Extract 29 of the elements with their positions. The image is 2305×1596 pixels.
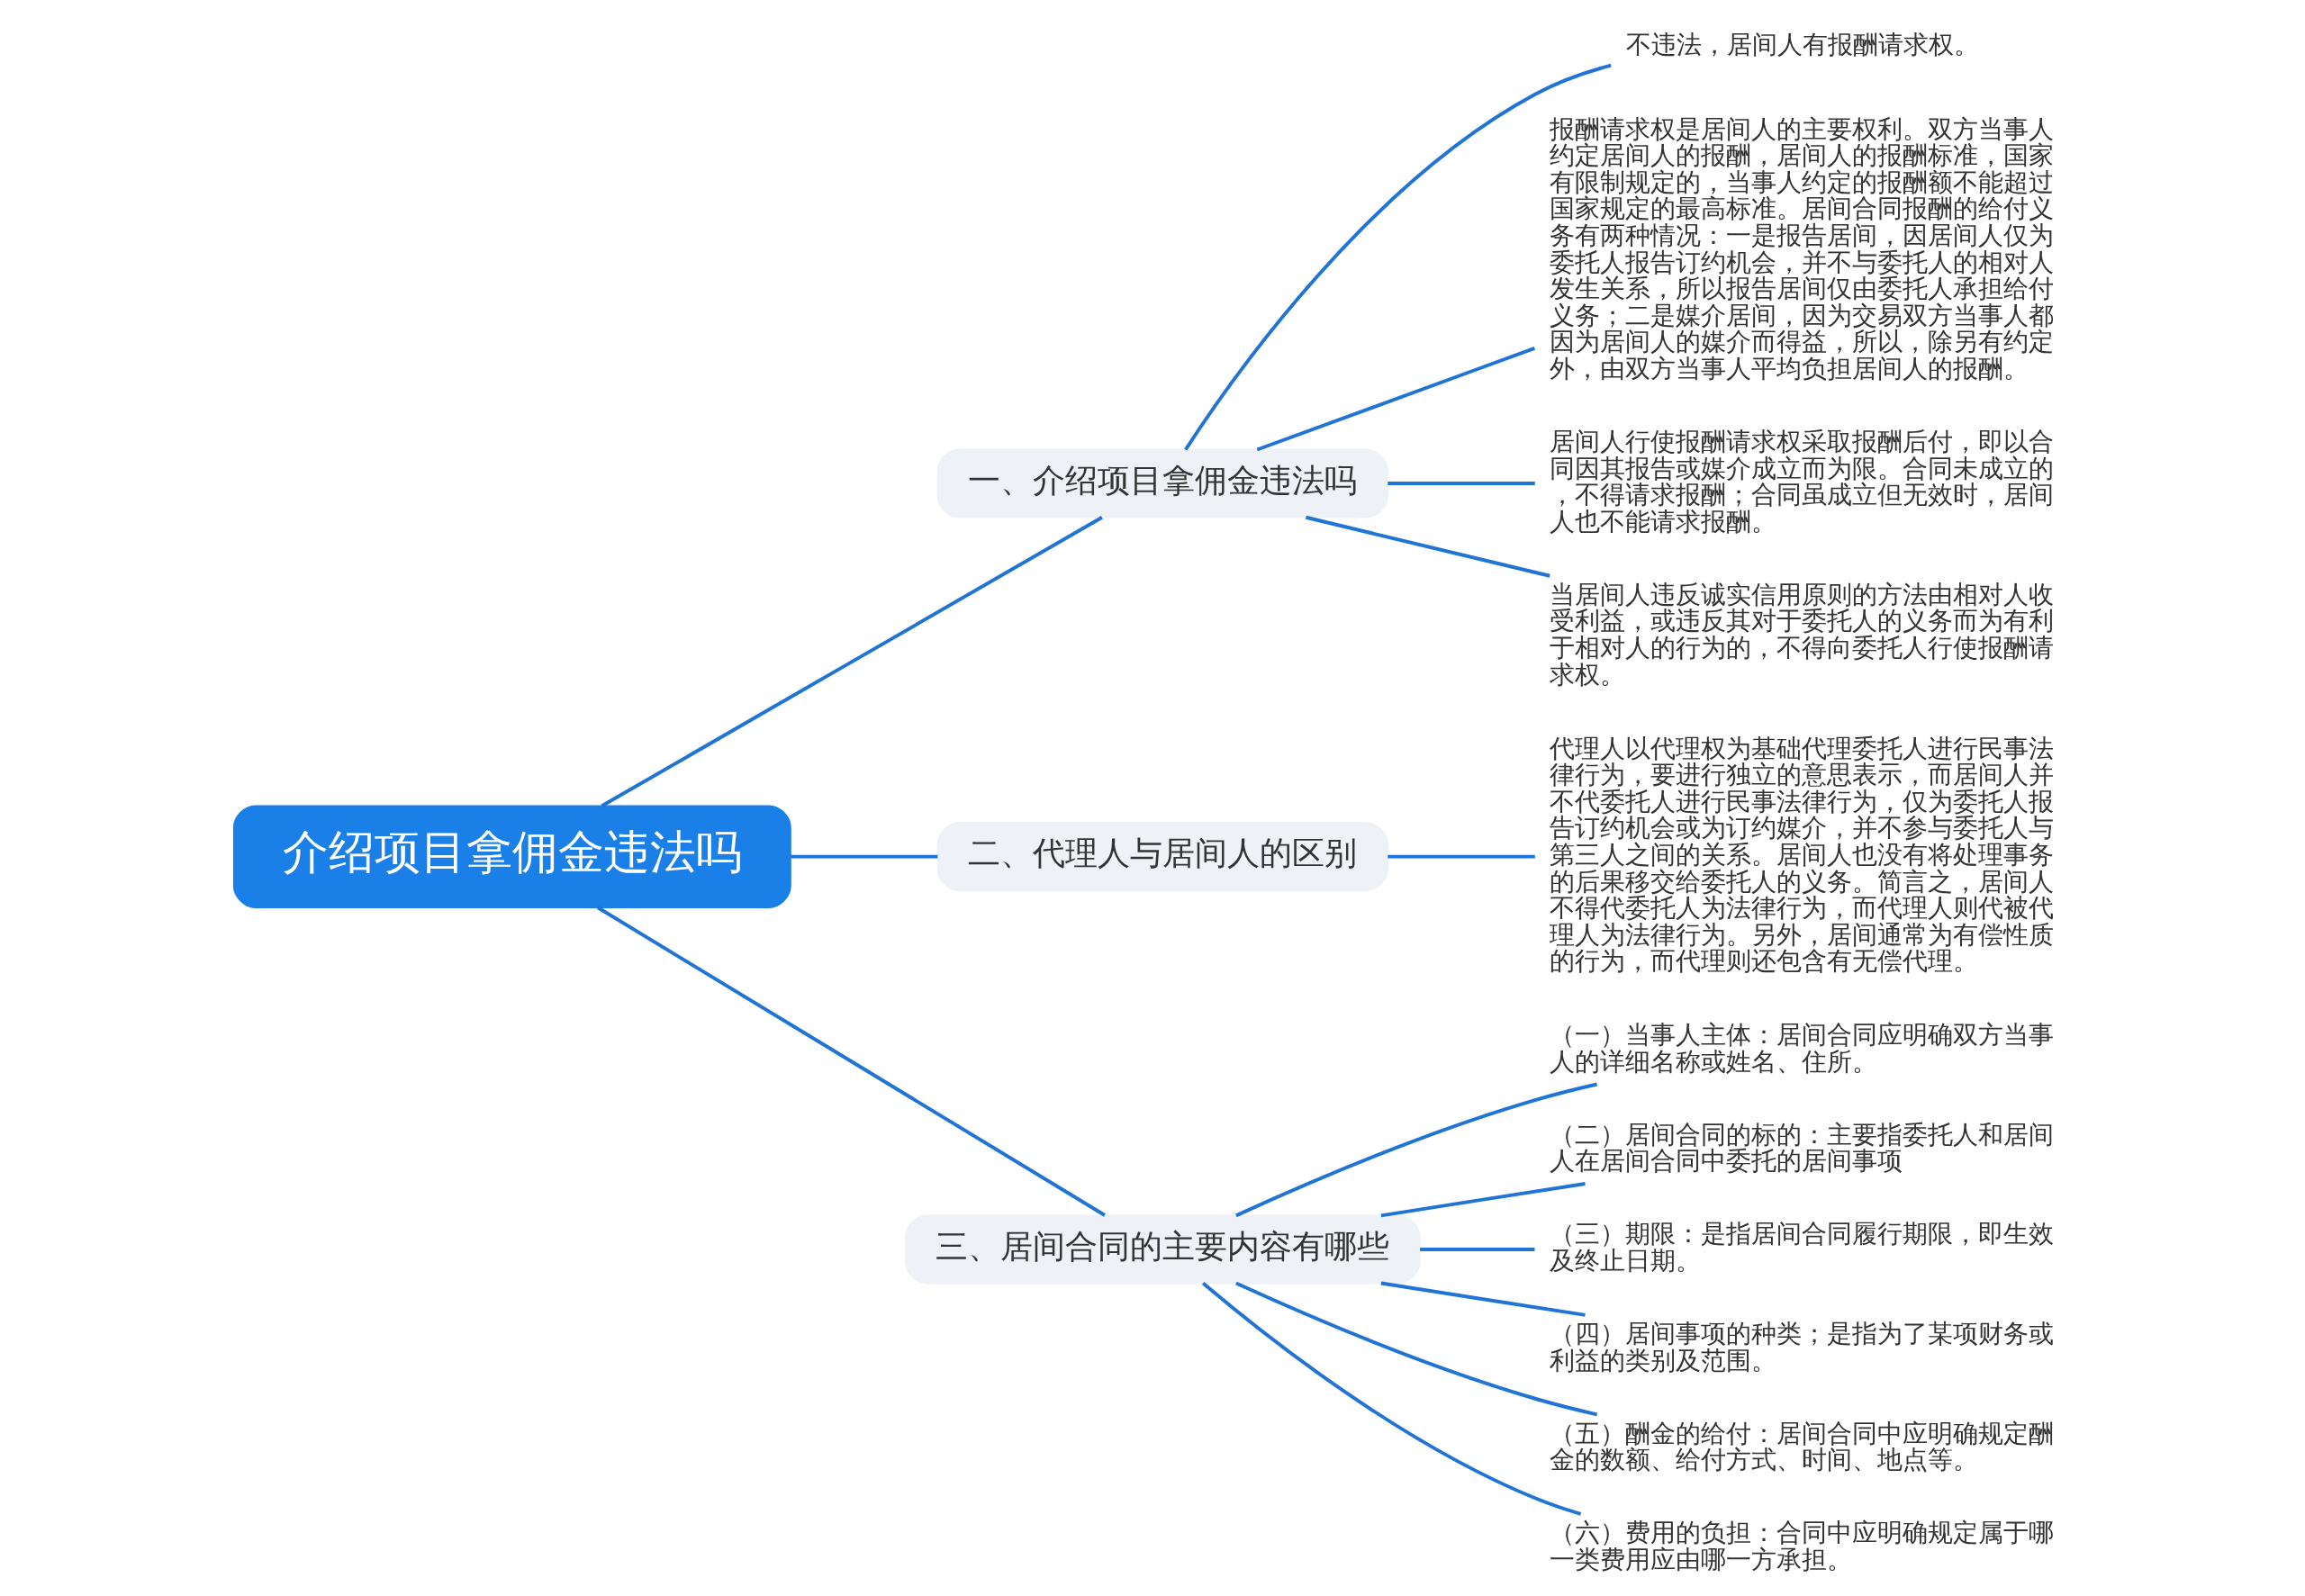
node-text: 居间人行使报酬请求权采取报酬后付，即以合同因其报告或媒介成立而为限。合同未成立的，不得请求报酬；合同虽成立但无效时，居间人也不能请求报酬。 [1549, 426, 2054, 537]
connector [1234, 1281, 1597, 1417]
node-text: 报酬请求权是居间人的主要权利。双方当事人约定居间人的报酬，居间人的报酬标准，国家有限制规定的，当事人约定的报酬额不能超过国家规定的最高标准。居间合同报酬的给付义务有两种情况：一是报告居间，因居间人仅为委托人报告订约机会，并不与委托人的相对人发生关系，所以报告居间仅由委托人承担给付义务；二是媒介居间，因为交易双方当事人都因为居间人的媒介而得益，所以，除另有约定外，由双方当事人平均负担居间人的报酬。 [1549, 113, 2054, 384]
node-text: （四）居间事项的种类；是指为了某项财务或利益的类别及范围。 [1549, 1318, 2054, 1375]
node-text: （三）期限：是指居间合同履行期限，即生效及终止日期。 [1549, 1219, 2054, 1276]
connector [1380, 1182, 1586, 1218]
connector [1305, 515, 1550, 578]
connector [1256, 347, 1535, 452]
connector [596, 906, 1106, 1217]
connector [1419, 1247, 1534, 1251]
connector [790, 854, 937, 859]
connector [1234, 1082, 1597, 1218]
node-text: （六）费用的负担：合同中应明确规定属于哪一类费用应由哪一方承担。 [1549, 1518, 2054, 1574]
connector [1201, 1282, 1581, 1516]
node-text: （一）当事人主体：居间合同应明确双方当事人的详细名称或姓名、住所。 [1549, 1020, 2054, 1077]
connector [1387, 482, 1535, 486]
connector [601, 516, 1103, 807]
node-box: 介绍项目拿佣金违法吗 [232, 805, 791, 908]
node-text: （五）酬金的给付：居间合同中应明确规定酬金的数额、给付方式、时间、地点等。 [1549, 1418, 2054, 1475]
connector [1183, 63, 1612, 451]
node-text: （二）居间合同的标的：主要指委托人和居间人在居间合同中委托的居间事项 [1549, 1119, 2054, 1177]
connector [1380, 1281, 1586, 1317]
node-box: 三、居间合同的主要内容有哪些 [904, 1214, 1421, 1285]
connector [1387, 854, 1535, 859]
node-text: 当居间人违反诚实信用原则的方法由相对人收受利益，或违反其对于委托人的义务而为有利于相对人的行为的，不得向委托人行使报酬请求权。 [1549, 579, 2054, 690]
node-text: 不违法，居间人有报酬请求权。 [1625, 29, 1979, 59]
node-box: 一、介绍项目拿佣金违法吗 [936, 448, 1388, 518]
node-box: 二、代理人与居间人的区别 [936, 822, 1388, 892]
node-text: 代理人以代理权为基础代理委托人进行民事法律行为，要进行独立的意思表示，而居间人并不代委托人进行民事法律行为，仅为委托人报告订约机会或为订约媒介，并不参与委托人与第三人之间的关系。居间人也没有将处理事务的后果移交给委托人的义务。简言之，居间人不得代委托人为法律行为，而代理人则代被代理人为法律行为。另外，居间通常为有偿性质的行为，而代理则还包含有无偿代理。 [1549, 733, 2054, 977]
